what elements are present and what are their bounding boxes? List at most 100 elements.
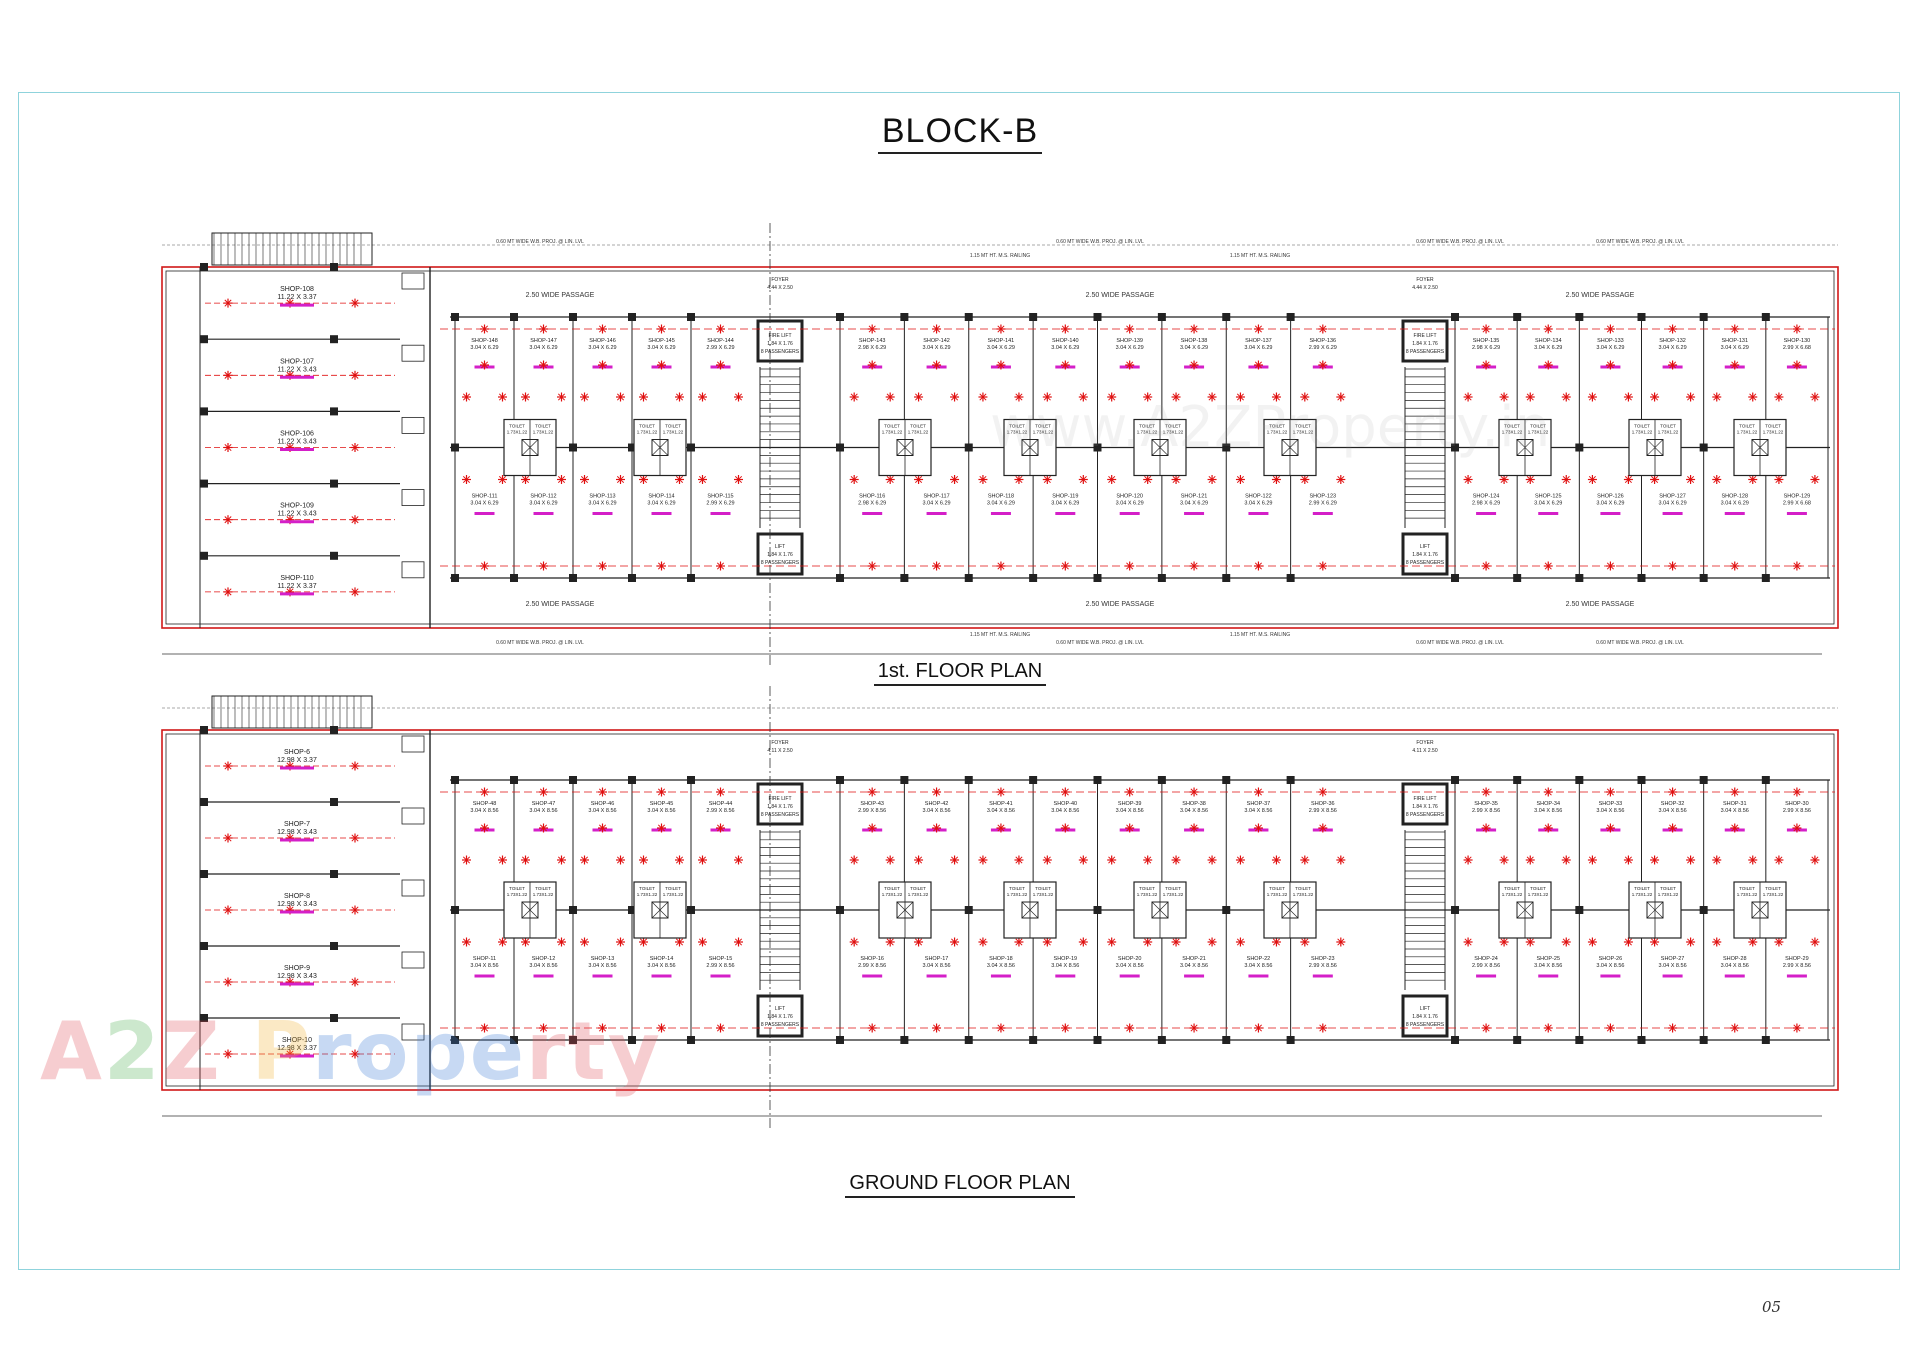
first-floor-bottom-marker-d2 <box>1500 475 1508 484</box>
first-floor-top-marker-d2 <box>498 393 507 401</box>
ground-floor-top-shop-size: 3.04 X 8.56 <box>987 808 1015 814</box>
first-floor-top-marker-d2 <box>480 361 489 369</box>
first-floor-column <box>1029 313 1038 321</box>
first-floor-bottom-marker-d2 <box>1015 475 1023 484</box>
ground-floor-column <box>900 1036 909 1044</box>
first-floor-top-shop-size: 2.98 X 6.29 <box>1472 345 1500 351</box>
first-floor-column <box>1513 574 1522 582</box>
ground-floor-top-shop-name: SHOP-46 <box>591 801 615 807</box>
first-floor-top-shop-size: 3.04 X 6.29 <box>1244 345 1272 351</box>
first-floor-bottom-marker-d2 <box>979 475 987 484</box>
first-floor-bottom-shop-size: 2.98 X 6.29 <box>1472 501 1500 507</box>
first-floor-top-marker-d2 <box>1811 393 1819 401</box>
ground-floor-fire-lift-label: FIRE LIFT <box>1413 796 1436 802</box>
ground-floor-top-marker-d2 <box>1079 856 1087 864</box>
first-floor-duct <box>1751 439 1769 456</box>
first-floor-bottom-shop-size: 3.04 X 6.29 <box>1051 501 1079 507</box>
first-floor-bottom-shop-size: 3.04 X 6.29 <box>1534 501 1562 507</box>
first-floor-top-marker-d2 <box>1482 361 1490 369</box>
first-floor-duct-cross <box>1516 439 1534 456</box>
first-floor-bottom-marker-d2 <box>1272 475 1280 484</box>
first-floor-toilet-size: 1.73X1.22 <box>663 430 684 435</box>
ground-floor-top-shop-size: 2.99 X 8.56 <box>706 808 734 814</box>
first-floor-foyer-size: 4.44 X 2.50 <box>767 285 793 291</box>
first-floor-west-toilet <box>401 489 425 507</box>
first-floor-top-shop-name: SHOP-135 <box>1473 338 1500 344</box>
ground-floor-column <box>1451 776 1459 784</box>
first-floor-west-column <box>200 263 208 271</box>
ground-floor-column <box>836 1036 844 1044</box>
first-floor-bottom-marker-d2 <box>1624 475 1632 484</box>
ground-floor-column <box>628 1036 636 1044</box>
ground-floor-duct-cross <box>1151 901 1169 919</box>
first-floor-column <box>510 574 518 582</box>
ground-floor-bottom-marker-d2 <box>616 938 625 946</box>
ground-floor-top-shop-size: 3.04 X 8.56 <box>1534 808 1562 814</box>
first-floor-passage-label-top: 2.50 WIDE PASSAGE <box>1086 292 1155 299</box>
first-floor-column <box>1575 574 1584 582</box>
first-floor-top-shop-size: 3.04 X 6.29 <box>1051 345 1079 351</box>
first-floor-west-marker-d2 <box>351 443 359 452</box>
first-floor-top-shop-name: SHOP-142 <box>923 338 950 344</box>
first-floor-column <box>964 313 973 321</box>
first-floor-projection-label: 0.60 MT WIDE W.B. PROJ. @ LIN. LVL <box>1596 640 1684 646</box>
first-floor-duct-cross <box>896 439 914 456</box>
first-floor-top-marker-d2 <box>539 361 548 369</box>
ground-floor-top-shop-name: SHOP-44 <box>709 801 733 807</box>
ground-floor-column <box>900 776 909 784</box>
ground-floor-bottom-shop-size: 3.04 X 8.56 <box>529 963 557 969</box>
ground-floor-west-toilet <box>401 1023 425 1041</box>
first-floor-fire-lift-shaft <box>1401 319 1449 363</box>
ground-floor-bottom-marker-d2 <box>1337 938 1345 946</box>
ground-floor-west-shop-size: 12.98 X 3.37 <box>277 1045 317 1052</box>
ground-floor-top-shop-name: SHOP-37 <box>1247 801 1271 807</box>
first-floor-bottom-shop-name: SHOP-122 <box>1245 494 1272 500</box>
first-floor-west-column <box>330 479 338 488</box>
first-floor-west-shop-size: 11.22 X 3.43 <box>277 439 316 446</box>
first-floor-column <box>1093 313 1102 321</box>
first-floor-top-shop-name: SHOP-138 <box>1181 338 1208 344</box>
first-floor-fire-lift-passengers: 8 PASSENGERS <box>761 349 800 355</box>
first-floor-top-marker-d2 <box>1172 393 1180 401</box>
first-floor-top-shop-size: 3.04 X 6.29 <box>647 345 675 351</box>
ground-floor-column <box>569 1036 577 1044</box>
first-floor-column <box>1513 313 1522 321</box>
first-floor-top-marker-d2 <box>616 393 625 401</box>
first-floor-west-marker-d2 <box>351 299 359 307</box>
first-floor-passage-label-bottom: 2.50 WIDE PASSAGE <box>1086 601 1155 608</box>
ground-floor-column <box>628 776 636 784</box>
first-floor-top-marker-d2 <box>1731 325 1739 333</box>
ground-floor-bottom-shop-name: SHOP-18 <box>989 956 1013 962</box>
first-floor-bottom-marker-d2 <box>498 475 507 484</box>
ground-floor-top-shop-name: SHOP-38 <box>1182 801 1206 807</box>
ground-floor-inner-outline <box>165 733 1835 1087</box>
ground-floor-column <box>964 776 973 784</box>
first-floor-toilet-size: 1.73X1.22 <box>1502 430 1523 435</box>
first-floor-projection-label: 0.60 MT WIDE W.B. PROJ. @ LIN. LVL <box>496 640 584 646</box>
first-floor-top-marker-d2 <box>1337 393 1345 401</box>
first-floor-bottom-marker-d2 <box>1208 475 1216 484</box>
first-floor-west-column <box>330 407 338 416</box>
ground-floor-top-marker-d2 <box>1301 856 1309 864</box>
first-floor-column <box>1222 574 1231 582</box>
ground-floor-bottom-shop-size: 3.04 X 8.56 <box>1244 963 1272 969</box>
ground-floor-column <box>1637 1036 1646 1044</box>
first-floor-top-marker-d2 <box>1606 361 1614 369</box>
ground-floor-top-shop-name: SHOP-30 <box>1785 801 1809 807</box>
first-floor-bottom-shop-name: SHOP-115 <box>707 494 733 500</box>
ground-floor-toilet-label: TOILET <box>665 886 681 891</box>
first-floor-top-marker-d2 <box>675 393 684 401</box>
ground-floor-bottom-marker-d2 <box>1236 938 1244 946</box>
ground-floor-west-marker-d2 <box>224 834 232 842</box>
first-floor-top-shop-size: 3.04 X 6.29 <box>922 345 950 351</box>
first-floor-top-shop-name: SHOP-146 <box>589 338 616 344</box>
ground-floor-top-marker-d2 <box>580 856 589 864</box>
ground-floor-duct <box>1751 901 1769 919</box>
first-floor-bottom-shop-name: SHOP-121 <box>1181 494 1208 500</box>
ground-floor-top-shop-name: SHOP-31 <box>1723 801 1747 807</box>
ground-floor-bottom-shop-size: 3.04 X 8.56 <box>1721 963 1749 969</box>
ground-floor-top-marker-d2 <box>1669 824 1677 832</box>
first-floor-fire-lift-label: FIRE LIFT <box>768 333 791 339</box>
first-floor-bottom-shop-size: 3.04 X 6.29 <box>1180 501 1208 507</box>
